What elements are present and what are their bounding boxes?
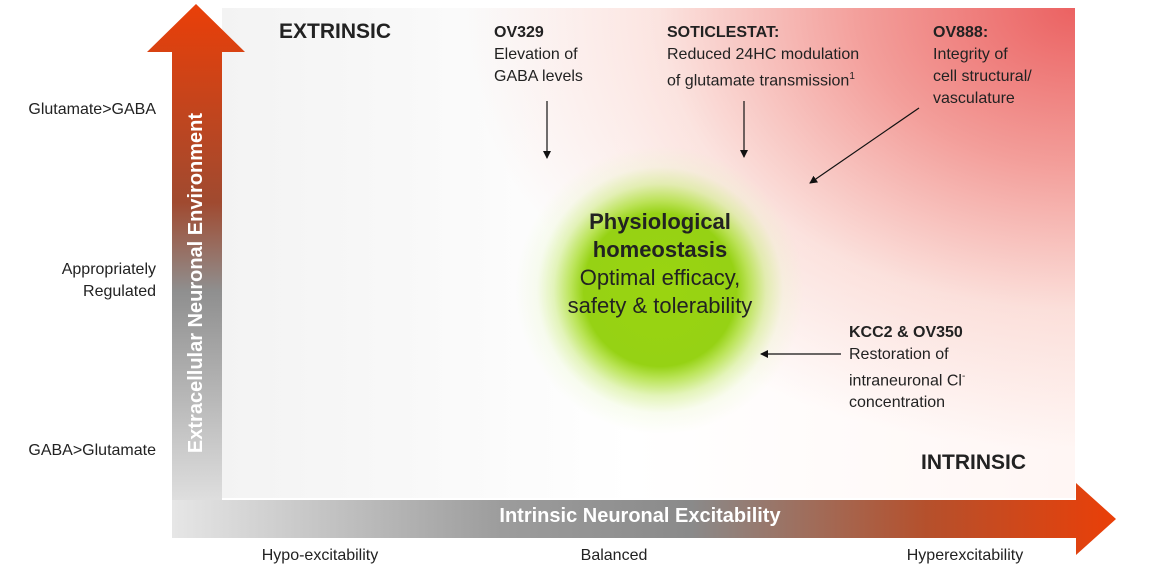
label-ov888-line2: cell structural/ [933, 68, 1032, 85]
label-kcc2-line2: intraneuronal Cl [849, 372, 962, 390]
y-label-regulated-text: Appropriately Regulated [61, 261, 156, 300]
label-ov888-name: OV888: [933, 24, 989, 41]
label-soticlestat-line2-wrap: of glutamate transmission1 [667, 66, 859, 92]
label-kcc2-sup: - [961, 371, 966, 382]
y-label-glutamate-gaba: Glutamate>GABA [28, 101, 156, 118]
x-label-hypo: Hypo-excitability [261, 547, 379, 564]
corner-extrinsic: EXTRINSIC [279, 20, 392, 43]
label-soticlestat: SOTICLESTAT: Reduced 24HC modulation of … [667, 22, 859, 92]
label-ov888-line3: vasculature [933, 90, 1015, 107]
label-soticlestat-sup: 1 [849, 71, 855, 82]
y-label-gaba-glutamate: GABA>Glutamate [28, 442, 156, 459]
label-ov329-line1: Elevation of [494, 46, 578, 63]
homeostasis-sub-1: Optimal efficacy, [579, 265, 741, 290]
label-kcc2-line1: Restoration of [849, 346, 949, 363]
label-soticlestat-name: SOTICLESTAT: [667, 24, 780, 41]
y-axis-arrow [147, 4, 245, 526]
y-label-appropriately-regulated: Appropriately Regulated [6, 259, 156, 303]
corner-intrinsic: INTRINSIC [921, 451, 1026, 474]
label-ov329: OV329 Elevation of GABA levels [494, 22, 583, 88]
x-label-hyper: Hyperexcitability [906, 547, 1024, 564]
label-kcc2-name: KCC2 & OV350 [849, 324, 963, 341]
label-soticlestat-line2: of glutamate transmission [667, 72, 850, 90]
arrow-ov888 [809, 107, 920, 184]
homeostasis-title-1: Physiological [589, 209, 731, 234]
x-axis-title: Intrinsic Neuronal Excitability [499, 505, 781, 527]
label-kcc2: KCC2 & OV350 Restoration of intraneurona… [849, 322, 965, 414]
homeostasis-title-2: homeostasis [592, 237, 728, 262]
label-ov329-name: OV329 [494, 24, 544, 41]
homeostasis-text: Physiological homeostasis Optimal effica… [530, 208, 790, 320]
label-ov329-line2: GABA levels [494, 68, 583, 85]
homeostasis-circle [510, 140, 810, 440]
label-ov888-line1: Integrity of [933, 46, 1008, 63]
label-kcc2-line3: concentration [849, 394, 946, 412]
label-kcc2-line2-wrap: intraneuronal Cl- [849, 366, 965, 392]
x-label-balanced: Balanced [580, 547, 648, 564]
x-axis-arrow [172, 483, 1116, 555]
label-soticlestat-line1: Reduced 24HC modulation [667, 46, 860, 63]
homeostasis-sub-2: safety & tolerability [567, 293, 753, 318]
label-ov888: OV888: Integrity of cell structural/ vas… [933, 22, 1032, 110]
